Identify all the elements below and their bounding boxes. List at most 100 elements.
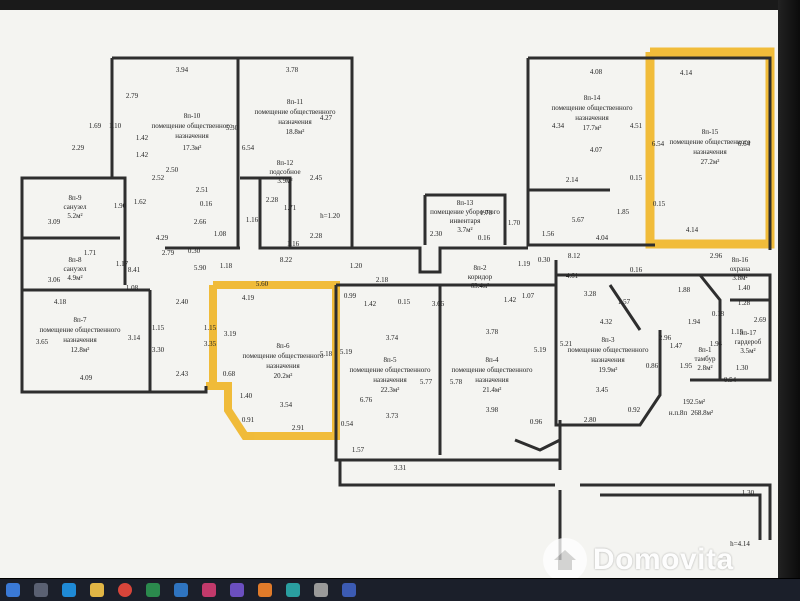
dim-label: 6.64 [738,140,751,148]
dim-label: 4.19 [242,294,255,302]
dim-label: 4.27 [320,114,333,122]
room-8n-13-name: 8п-13 [457,199,474,207]
dim-label: 0.15 [398,298,411,306]
edge-icon[interactable] [62,583,76,597]
dim-label: 1.85 [617,208,630,216]
dim-label: 6.76 [360,396,373,404]
dim-label: 8.41 [128,266,141,274]
watermark-brand: Domovita [593,543,734,576]
dim-label: 2.79 [126,92,139,100]
room-8n-9-name: 8п-9 [68,194,82,202]
dim-label: 1.08 [214,230,227,238]
dim-label: 3.31 [394,464,407,472]
dim-label: 1.16 [287,240,300,248]
room-8n-6-name: 8п-6 [276,342,290,350]
dim-label: 1.19 [518,260,531,268]
room-8n-4-area: 21.4м² [483,386,502,394]
room-8n-8-desc: санузел [64,265,87,273]
dim-label: 2.30 [430,230,443,238]
dim-label: 2.91 [292,424,305,432]
dim-label: 3.66 [432,300,445,308]
dim-label: 1.71 [284,204,297,212]
dim-label: 4.18 [54,298,67,306]
dim-label: 0.16 [630,266,643,274]
dimension-labels: 3.94 3.78 2.79 5.30 4.27 6.54 1.69 1.10 … [36,66,767,548]
mail-icon[interactable] [174,583,188,597]
room-8n-15-desc2: назначения [693,148,727,156]
room-8n-5-desc2: назначения [373,376,407,384]
dim-label: 0.30 [188,247,201,255]
dim-label: 8.12 [568,252,581,260]
app-icon[interactable] [258,583,272,597]
dim-label: 0.68 [223,370,236,378]
dim-label: 2.40 [176,298,189,306]
dim-label: 2.52 [152,174,165,182]
room-8n-14-area: 17.7м² [583,124,602,132]
dim-label: 4.09 [80,374,93,382]
dim-label: 1.42 [136,134,149,142]
dim-label: 5.78 [450,378,463,386]
dim-label: 1.57 [618,298,631,306]
dim-label: 5.67 [572,216,585,224]
room-8n-2-area: 63.4м² [471,282,490,290]
settings-icon[interactable] [202,583,216,597]
room-8n-8-area: 4.9м² [67,274,82,282]
dim-label: 2.28 [310,232,323,240]
store-icon[interactable] [146,583,160,597]
dim-label: 0.30 [538,256,551,264]
dim-label: 5.30 [226,124,239,132]
room-8n-11-desc2: назначения [278,118,312,126]
dim-label: 1.20 [350,262,363,270]
dim-label: 6.54 [242,144,255,152]
app-icon[interactable] [314,583,328,597]
chrome-icon[interactable] [118,583,132,597]
room-8n-6-area: 20.2м² [274,372,293,380]
room-8n-5-name: 8п-5 [383,356,397,364]
dim-label: 2.29 [72,144,85,152]
room-8n-3-desc2: назначения [591,356,625,364]
dim-label: 1.94 [688,318,701,326]
dim-label: 0.16 [200,200,213,208]
dim-label: 1.42 [504,296,517,304]
dim-label: 3.19 [224,330,237,338]
room-8n-10-area: 17.3м² [183,144,202,152]
room-8n-17-area: 3.5м² [740,347,755,355]
room-8n-4-desc2: назначения [475,376,509,384]
app-icon[interactable] [230,583,244,597]
app-icon[interactable] [286,583,300,597]
room-8n-9-desc: санузел [64,203,87,211]
dim-label: 1.30 [736,364,749,372]
room-8n-16-desc: охрана [730,265,751,273]
dim-label: 0.54 [724,376,737,384]
dim-label: 1.07 [522,292,535,300]
dim-label: 3.73 [386,412,399,420]
dim-label: 0.86 [646,362,659,370]
explorer-icon[interactable] [90,583,104,597]
room-8n-4-name: 8п-4 [485,356,499,364]
dim-label: 2.28 [266,196,279,204]
dim-label: 2.51 [196,186,209,194]
windows-icon[interactable] [6,583,20,597]
dim-label: 4.34 [552,122,565,130]
dim-label: 1.62 [134,198,147,206]
dim-label: 0.15 [630,174,643,182]
dim-label: 2.96 [659,334,672,342]
dim-label: 3.14 [128,334,141,342]
dim-label: 4.29 [156,234,169,242]
dim-label: 1.40 [738,284,751,292]
dim-label: 1.71 [84,249,97,257]
dim-label: 2.43 [176,370,189,378]
search-icon[interactable] [34,583,48,597]
dim-label: h=1.20 [320,212,340,220]
room-8n-9-area: 5.2м² [67,212,82,220]
room-8n-5-area: 22.3м² [381,386,400,394]
room-8n-14-name: 8п-14 [584,94,601,102]
app-icon[interactable] [342,583,356,597]
dim-label: 1.16 [246,216,259,224]
room-8n-12-desc: подсобное [269,168,300,176]
dim-label: 5.19 [534,346,547,354]
room-8n-15-area: 27.2м² [701,158,720,166]
room-8n-16-area: 3.8м² [732,274,747,282]
dim-label: 1.47 [670,342,683,350]
dim-label: 1.17 [116,260,129,268]
